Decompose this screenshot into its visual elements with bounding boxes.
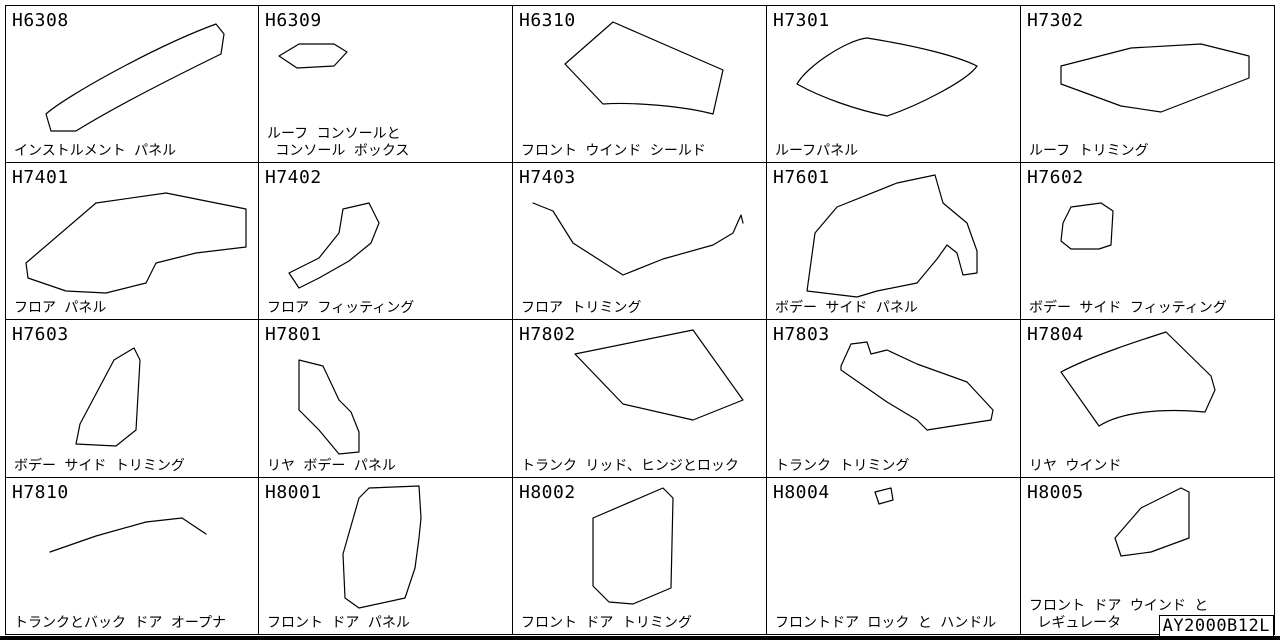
section-code: H8001 bbox=[265, 481, 322, 503]
section-name: ルーフ コンソールと コンソール ボックス bbox=[267, 125, 410, 159]
section-code: H7802 bbox=[519, 324, 576, 345]
section-h7403[interactable]: H7403 フロア トリミング bbox=[513, 162, 767, 320]
section-name: フロア パネル bbox=[14, 300, 107, 316]
section-name: リヤ ウインド bbox=[1029, 457, 1122, 474]
part-illustration-h8005 bbox=[1114, 486, 1190, 557]
part-illustration-h7403 bbox=[532, 201, 744, 276]
section-name: トランク リッド、ヒンジとロック bbox=[521, 457, 739, 474]
section-h7603[interactable]: H7603 ボデー サイド トリミング bbox=[5, 320, 259, 478]
section-code: H7401 bbox=[12, 166, 69, 188]
part-illustration-h7402 bbox=[288, 201, 380, 289]
section-h6309[interactable]: H6309 ルーフ コンソールと コンソール ボックス bbox=[259, 5, 513, 163]
part-illustration-h7804 bbox=[1060, 331, 1216, 427]
section-h7301[interactable]: H7301 ルーフパネル bbox=[767, 5, 1021, 163]
section-name: ルーフパネル bbox=[775, 142, 859, 159]
section-code: H8002 bbox=[519, 481, 576, 503]
section-name: トランク トリミング bbox=[775, 457, 910, 474]
section-h7602[interactable]: H7602 ボデー サイド フィッティング bbox=[1021, 162, 1275, 320]
section-name: リヤ ボデー パネル bbox=[267, 457, 396, 474]
section-name: インストルメント パネル bbox=[14, 142, 177, 159]
section-name: フロント ドア ウインド と レギュレータ bbox=[1029, 598, 1209, 631]
section-name: ボデー サイド トリミング bbox=[14, 457, 185, 474]
section-code: H8005 bbox=[1027, 481, 1084, 503]
section-grid: H6308 インストルメント パネル H6309 ルーフ コンソールと コンソール … bbox=[5, 5, 1275, 635]
section-code: H6309 bbox=[265, 10, 322, 31]
section-code: H6308 bbox=[12, 10, 69, 31]
section-code: H7301 bbox=[773, 10, 830, 31]
section-code: H7601 bbox=[773, 166, 830, 188]
bottom-rule bbox=[0, 636, 1280, 640]
section-h7401[interactable]: H7401 フロア パネル bbox=[5, 162, 259, 320]
part-illustration-h7603 bbox=[75, 347, 141, 447]
section-code: H7603 bbox=[12, 324, 69, 345]
section-code: H7804 bbox=[1027, 324, 1084, 345]
section-h7810[interactable]: H7810 トランクとバック ドア オープナ bbox=[5, 477, 259, 635]
section-code: H8004 bbox=[773, 481, 830, 503]
part-illustration-h8001 bbox=[342, 484, 422, 609]
section-h7802[interactable]: H7802 トランク リッド、ヒンジとロック bbox=[513, 320, 767, 478]
part-illustration-h8002 bbox=[592, 486, 674, 605]
section-name: フロント ドア トリミング bbox=[521, 615, 692, 631]
part-illustration-h7810 bbox=[49, 516, 207, 553]
section-h8001[interactable]: H8001 フロント ドア パネル bbox=[259, 477, 513, 635]
section-code: H7801 bbox=[265, 324, 322, 345]
part-illustration-h6308 bbox=[45, 23, 225, 132]
part-illustration-h6310 bbox=[564, 21, 724, 115]
section-h6308[interactable]: H6308 インストルメント パネル bbox=[5, 5, 259, 163]
section-h7804[interactable]: H7804 リヤ ウインド bbox=[1021, 320, 1275, 478]
section-code: H7810 bbox=[12, 481, 69, 503]
part-illustration-h7602 bbox=[1060, 201, 1114, 250]
section-h7803[interactable]: H7803 トランク トリミング bbox=[767, 320, 1021, 478]
section-h8004[interactable]: H8004 フロントドア ロック と ハンドル bbox=[767, 477, 1021, 635]
section-code: H7403 bbox=[519, 166, 576, 188]
section-h7801[interactable]: H7801 リヤ ボデー パネル bbox=[259, 320, 513, 478]
section-name: フロント ドア パネル bbox=[267, 615, 410, 631]
section-name: ボデー サイド フィッティング bbox=[1029, 300, 1227, 316]
section-h7402[interactable]: H7402 フロア フィッティング bbox=[259, 162, 513, 320]
section-h8005[interactable]: H8005 フロント ドア ウインド と レギュレータ bbox=[1021, 477, 1275, 635]
part-illustration-h7601 bbox=[806, 173, 978, 298]
part-illustration-h7401 bbox=[25, 191, 247, 294]
part-illustration-h6309 bbox=[278, 43, 348, 69]
section-code: H7602 bbox=[1027, 166, 1084, 188]
section-code: H6310 bbox=[519, 10, 576, 31]
section-name: ルーフ トリミング bbox=[1029, 142, 1149, 159]
part-illustration-h7301 bbox=[796, 37, 978, 117]
part-illustration-h7302 bbox=[1060, 43, 1250, 113]
section-name: ボデー サイド パネル bbox=[775, 300, 918, 316]
section-h7302[interactable]: H7302 ルーフ トリミング bbox=[1021, 5, 1275, 163]
section-name: フロント ウインド シールド bbox=[521, 142, 706, 159]
section-name: トランクとバック ドア オープナ bbox=[14, 615, 227, 631]
figure-number: AY2000B12L bbox=[1158, 615, 1274, 637]
section-name: フロントドア ロック と ハンドル bbox=[775, 615, 997, 631]
section-name: フロア トリミング bbox=[521, 300, 642, 316]
section-code: H7402 bbox=[265, 166, 322, 188]
section-code: H7302 bbox=[1027, 10, 1084, 31]
section-h6310[interactable]: H6310 フロント ウインド シールド bbox=[513, 5, 767, 163]
part-illustration-h7803 bbox=[840, 341, 994, 431]
section-h8002[interactable]: H8002 フロント ドア トリミング bbox=[513, 477, 767, 635]
part-illustration-h8004 bbox=[874, 486, 894, 505]
part-illustration-h7801 bbox=[298, 359, 360, 455]
section-code: H7803 bbox=[773, 324, 830, 345]
part-illustration-h7802 bbox=[574, 329, 744, 421]
section-h7601[interactable]: H7601 ボデー サイド パネル bbox=[767, 162, 1021, 320]
section-name: フロア フィッティング bbox=[267, 300, 415, 316]
